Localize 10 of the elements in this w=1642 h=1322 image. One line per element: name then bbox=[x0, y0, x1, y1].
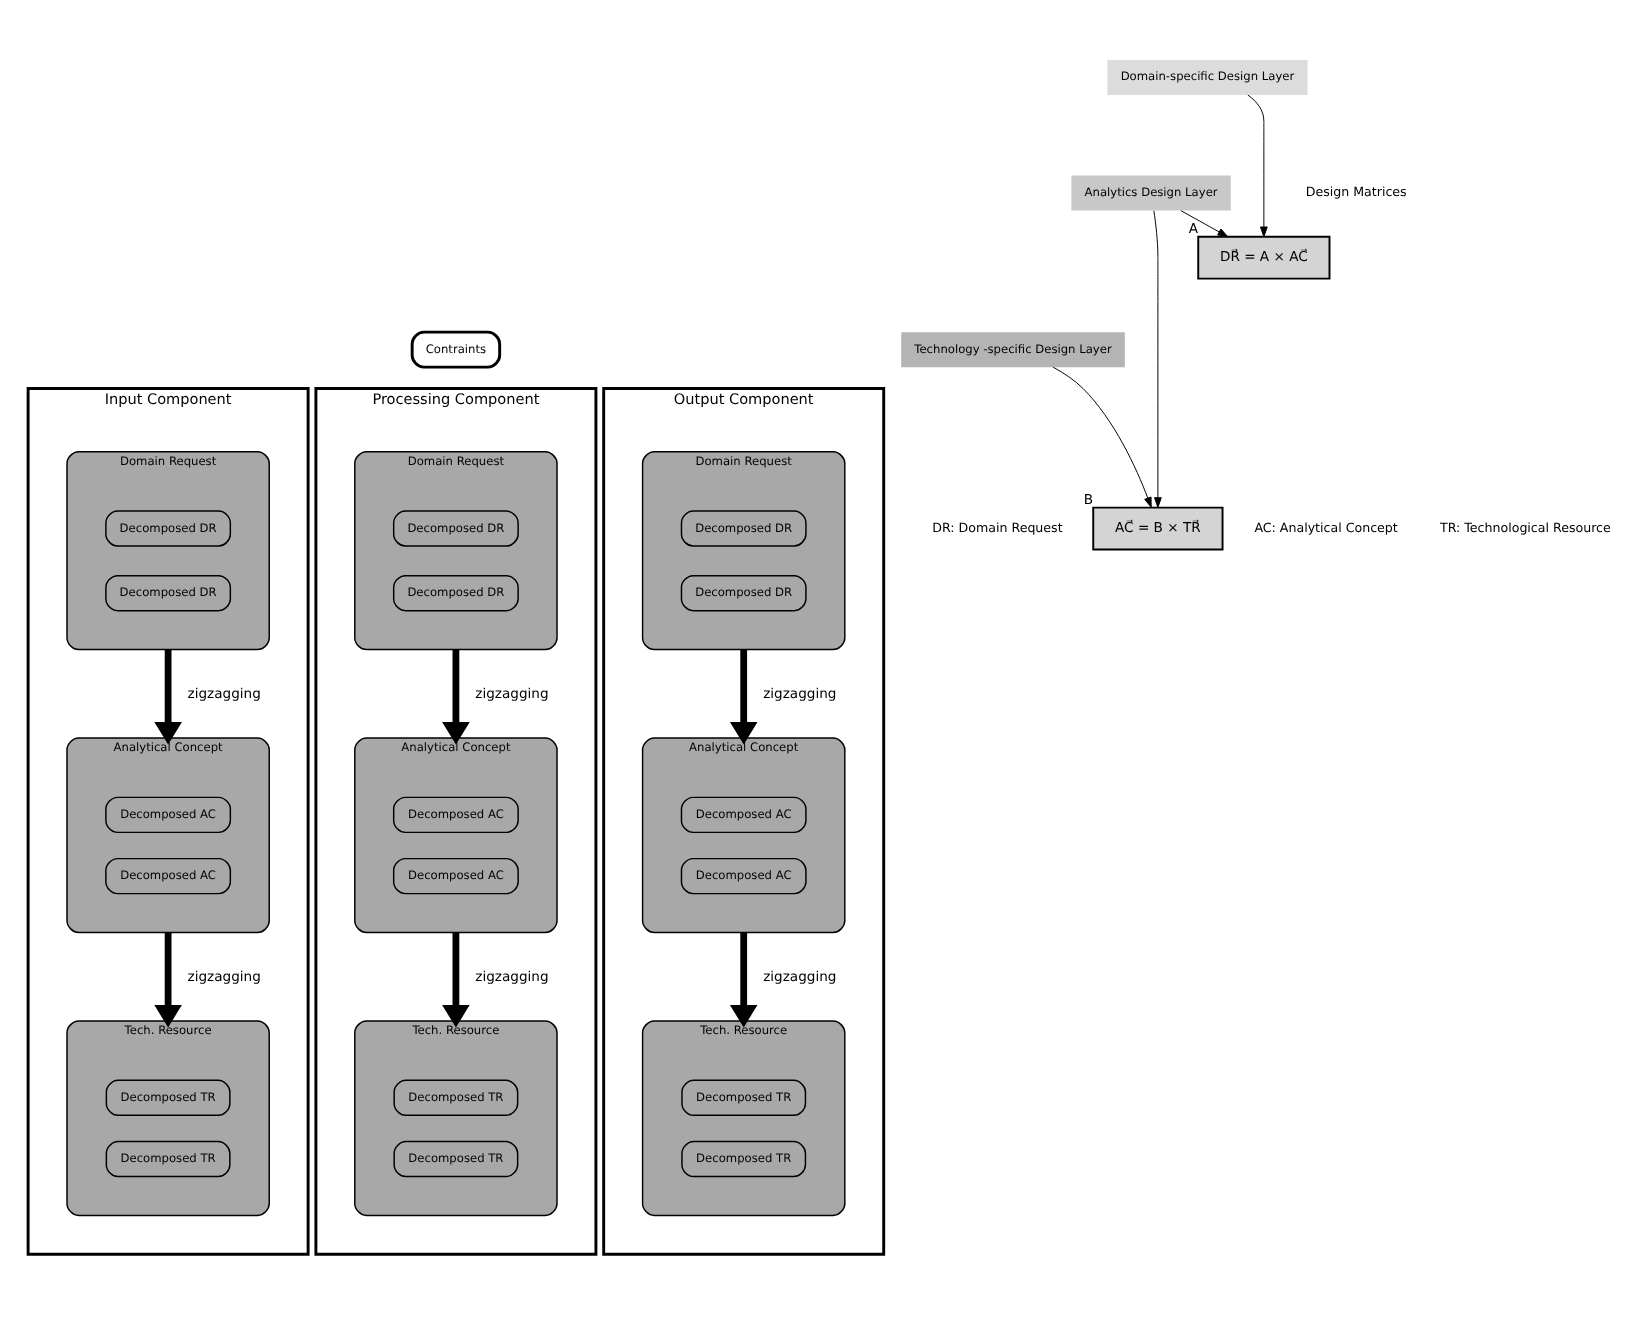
arrow bbox=[1247, 94, 1268, 238]
arrow bbox=[154, 932, 182, 1028]
arrow bbox=[442, 649, 470, 745]
arrow bbox=[729, 932, 758, 1028]
arrow bbox=[1153, 210, 1162, 508]
arrow bbox=[442, 932, 470, 1028]
arrow bbox=[729, 649, 758, 745]
arrow bbox=[1052, 366, 1152, 508]
arrow bbox=[1180, 210, 1229, 238]
arrow bbox=[154, 649, 182, 745]
